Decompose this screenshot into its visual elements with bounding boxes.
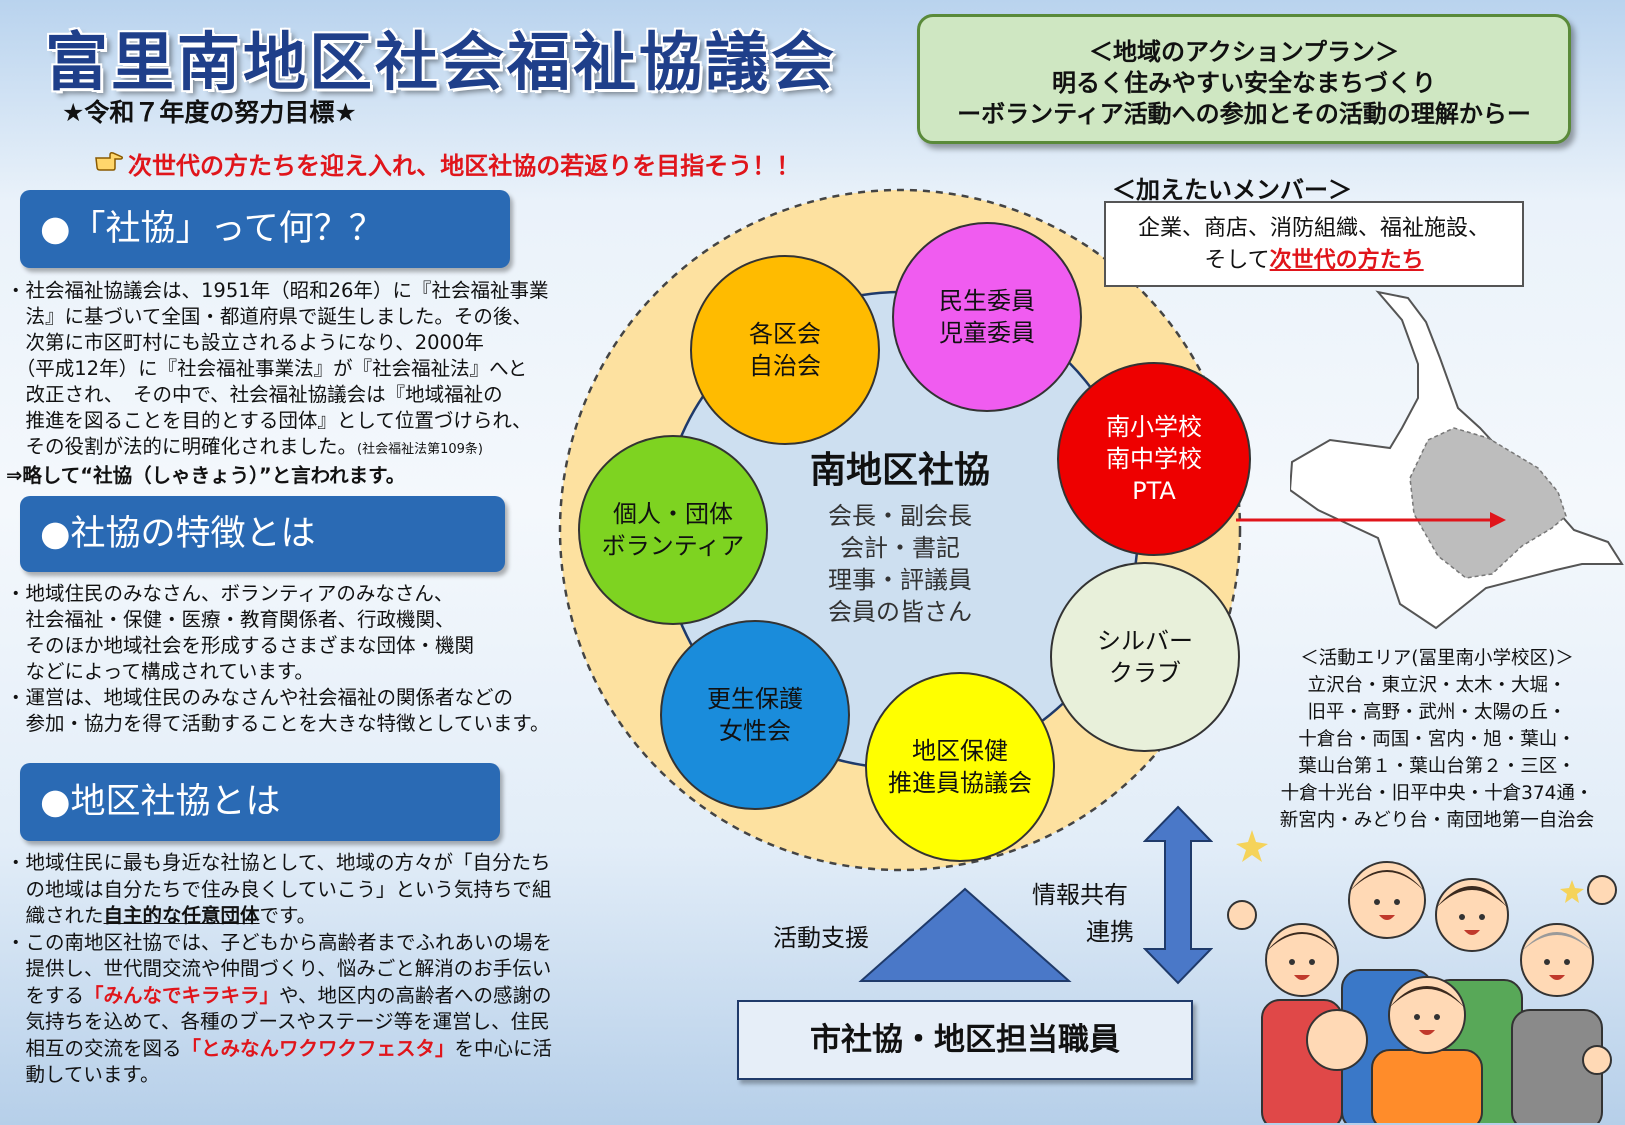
voluntary-group-highlight: 自主的な任意団体 bbox=[103, 904, 260, 927]
festa-highlight: 「とみなんワクワクフェスタ」 bbox=[181, 1036, 455, 1060]
center-title: 南地区社協 bbox=[809, 450, 990, 491]
section-header-features: ●社協の特徴とは bbox=[20, 496, 505, 572]
members-line: 企業、商店、消防組織、福祉施設、 bbox=[1137, 216, 1490, 241]
action-plan-box: ＜地域のアクションプラン＞ 明るく住みやすい安全なまちづくり ーボランティア活動… bbox=[917, 14, 1571, 144]
city-shakyo-staff-box: 市社協・地区担当職員 bbox=[737, 1000, 1193, 1080]
text-line: ・地域住民のみなさん、ボランティアのみなさん、 bbox=[6, 582, 454, 605]
action-plan-goal: 明るく住みやすい安全なまちづくり bbox=[1052, 69, 1436, 97]
text-line: 動しています。 bbox=[6, 1063, 160, 1086]
text-line: 社会福祉・保健・医療・教育関係者、行政機関、 bbox=[6, 608, 455, 631]
text-line: （平成12年）に『社会福祉事業法』が『社会福祉法』へと bbox=[6, 357, 528, 380]
support-label: 活動支援 bbox=[773, 924, 869, 952]
role-line: 会長・副会長 bbox=[828, 502, 972, 530]
info-sharing-label: 情報共有 bbox=[1032, 881, 1128, 909]
section-header-what-is-shakyo: ●「社協」って何？？ bbox=[20, 190, 510, 268]
conclusion-line: ⇒略して“社協（しゃきょう）”と言われます。 bbox=[6, 464, 406, 487]
members-to-add-label: ＜加えたいメンバー＞ bbox=[1112, 176, 1352, 204]
group-circle-health-promoters: 地区保健推進員協議会 bbox=[865, 672, 1055, 862]
area-line: 立沢台・東立沢・太木・大堀・ bbox=[1307, 675, 1567, 696]
text-line: 推進を図ることを目的とする団体』として位置づけられ、 bbox=[6, 409, 532, 432]
text-line: その役割が法的に明確化されました。(社会福祉法第109条) bbox=[6, 435, 483, 458]
text-line: 相互の交流を図る「とみなんワクワクフェスタ」を中心に活 bbox=[6, 1036, 553, 1060]
kirakira-highlight: 「みんなでキラキラ」 bbox=[84, 983, 280, 1007]
role-line: 会員の皆さん bbox=[828, 598, 972, 626]
text-line: 改正され、 その中で、社会福祉協議会は『地域福祉の bbox=[6, 383, 503, 406]
center-roles: 会長・副会長 会計・書記 理事・評議員 会員の皆さん bbox=[780, 500, 1020, 628]
text-line: 参加・協力を得て活動することを大きな特徴としています。 bbox=[6, 712, 550, 735]
text-line: 次第に市区町村にも設立されるようになり、2000年 bbox=[6, 331, 484, 354]
pointing-hand-icon bbox=[95, 152, 124, 171]
district-map-icon bbox=[1290, 290, 1624, 630]
cooperation-label: 連携 bbox=[1086, 918, 1134, 946]
text-line: 法』に基づいて全国・都道府県で誕生しました。その後、 bbox=[6, 305, 532, 328]
area-line: 十倉十光台・旧平中央・十倉374通・ bbox=[1280, 783, 1594, 804]
page-title: 富里南地区社会福祉協議会 bbox=[45, 26, 837, 99]
text-line: ・地域住民に最も身近な社協として、地域の方々が「自分たち bbox=[6, 851, 551, 874]
section1-body: ・社会福祉協議会は、1951年（昭和26年）に『社会福祉事業 法』に基づいて全国… bbox=[6, 278, 548, 489]
group-circle-volunteers: 個人・団体ボランティア bbox=[578, 435, 768, 625]
members-line: そして次世代の方たち bbox=[1204, 248, 1424, 273]
members-to-add-box: 企業、商店、消防組織、福祉施設、 そして次世代の方たち bbox=[1104, 201, 1524, 287]
map-arrow-tail bbox=[1236, 518, 1296, 522]
text-line: そのほか地域社会を形成するさまざまな団体・機関 bbox=[6, 634, 475, 657]
group-circle-welfare-commissioners: 民生委員児童委員 bbox=[892, 222, 1082, 412]
area-line: 葉山台第１・葉山台第２・三区・ bbox=[1298, 756, 1576, 777]
action-plan-subgoal: ーボランティア活動への参加とその活動の理解からー bbox=[957, 100, 1531, 128]
center-content: 南地区社協 会長・副会長 会計・書記 理事・評議員 会員の皆さん bbox=[780, 448, 1020, 628]
next-generation-highlight: 次世代の方たち bbox=[1269, 248, 1424, 273]
double-arrow-icon bbox=[1143, 805, 1213, 985]
area-line: 新宮内・みどり台・南団地第一自治会 bbox=[1279, 810, 1595, 831]
text-line: 気持ちを込めて、各種のブースやステージ等を運営し、住民 bbox=[6, 1010, 550, 1033]
support-triangle bbox=[858, 887, 1072, 982]
text-line: ・この南地区社協では、子どもから高齢者までふれあいの場を bbox=[6, 930, 553, 954]
activity-area-list: ＜活動エリア(冨里南小学校区)＞ 立沢台・東立沢・太木・大堀・ 旧平・高野・武州… bbox=[1247, 645, 1625, 834]
group-circle-silver-club: シルバークラブ bbox=[1050, 562, 1240, 752]
slogan: 次世代の方たちを迎え入れ、地区社協の若返りを目指そう！！ bbox=[128, 152, 801, 180]
role-line: 会計・書記 bbox=[840, 534, 960, 562]
text-line: ・運営は、地域住民のみなさんや社会福祉の関係者などの bbox=[6, 686, 514, 709]
area-line: 旧平・高野・武州・太陽の丘・ bbox=[1307, 702, 1567, 723]
text-line: 提供し、世代間交流や仲間づくり、悩みごと解消のお手伝い bbox=[6, 957, 552, 980]
section3-body: ・地域住民に最も身近な社協として、地域の方々が「自分たち の地域は自分たちで住み… bbox=[6, 850, 552, 1089]
text-line: などによって構成されています。 bbox=[6, 660, 314, 683]
text-line: 織された自主的な任意団体です。 bbox=[6, 904, 317, 927]
area-heading: ＜活動エリア(冨里南小学校区)＞ bbox=[1300, 648, 1574, 669]
law-note: (社会福祉法第109条) bbox=[357, 442, 483, 457]
group-circle-rehabilitation-women: 更生保護女性会 bbox=[660, 620, 850, 810]
role-line: 理事・評議員 bbox=[828, 566, 972, 594]
text-line: ・社会福祉協議会は、1951年（昭和26年）に『社会福祉事業 bbox=[6, 279, 549, 302]
action-plan-heading: ＜地域のアクションプラン＞ bbox=[1088, 38, 1400, 66]
text-line: をする「みんなでキラキラ」や、地区内の高齢者への感謝の bbox=[6, 983, 552, 1007]
group-circle-neighborhood: 各区会自治会 bbox=[690, 255, 880, 445]
section2-body: ・地域住民のみなさん、ボランティアのみなさん、 社会福祉・保健・医療・教育関係者… bbox=[6, 581, 549, 737]
subtitle: ★令和７年度の努力目標★ bbox=[62, 98, 357, 127]
people-crowd-icon bbox=[1227, 830, 1617, 1123]
text-line: の地域は自分たちで住み良くしていこう」という気持ちで組 bbox=[6, 877, 552, 901]
section-header-district-shakyo: ●地区社協とは bbox=[20, 763, 500, 841]
area-line: 十倉台・両国・宮内・旭・葉山・ bbox=[1298, 729, 1576, 750]
